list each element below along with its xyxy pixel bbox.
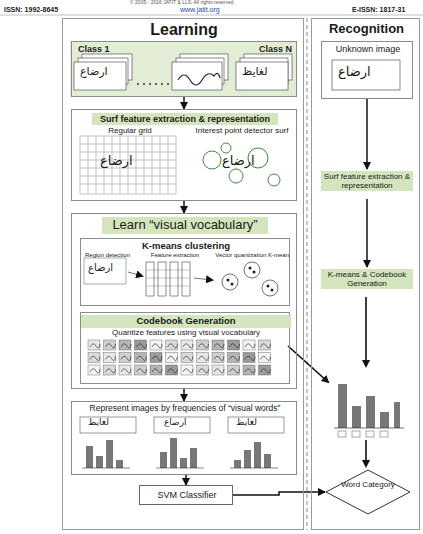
issn-text: ISSN: 1992-8645 <box>4 6 58 14</box>
arabic-word: ارضاع <box>222 154 255 168</box>
surf-step-box: Surf feature extraction & representation <box>321 169 413 199</box>
recognition-panel: RecognitionUnknown imageSurf feature ext… <box>311 18 420 530</box>
node-title: SVM Classifier <box>140 490 234 500</box>
node-text: Vector quantization K-mean <box>211 252 289 259</box>
node-title: Codebook Generation <box>81 315 291 328</box>
node-text: Quantize features using visual vocabular… <box>81 328 291 337</box>
node-title: K-means & Codebook Generation <box>321 269 413 289</box>
arabic-word: لغايظ <box>236 418 257 428</box>
node-title: K-means clustering <box>81 241 291 252</box>
node-text: Region detection <box>85 252 145 259</box>
site-url: www.jatit.org <box>180 6 220 14</box>
svm-classifier-box: SVM Classifier <box>139 485 233 505</box>
arabic-word: ارضاع <box>338 65 371 79</box>
node-text: Feature extraction <box>147 252 203 259</box>
flow-arrow <box>185 475 187 485</box>
node-title: Unknown image <box>322 44 414 54</box>
flow-arrow <box>183 389 185 401</box>
flow-arrow <box>366 199 368 267</box>
histogram-box: Represent images by frequencies of “visu… <box>71 401 297 475</box>
flow-arrow <box>183 97 185 109</box>
node-title: Learn “visual vocabulary” <box>102 217 268 234</box>
node-title: Word Category <box>339 480 397 489</box>
kmeans-step-box: K-means & Codebook Generation <box>321 267 413 297</box>
node-title: Surf feature extraction & representation <box>92 113 278 125</box>
arabic-word: ارضاع <box>164 418 187 428</box>
copyright-text: © 2005 - 2016 JATIT & LLS. All rights re… <box>130 0 234 6</box>
eissn-text: E-ISSN: 1817-31 <box>352 6 405 14</box>
flow-arrow <box>366 99 368 169</box>
node-title: Recognition <box>312 22 421 37</box>
visual-vocabulary-box: Learn “visual vocabulary” K-means cluster… <box>71 213 297 389</box>
node-text: Class N <box>238 44 292 54</box>
node-title: Surf feature extraction & representation <box>321 171 413 191</box>
node-title: Represent images by frequencies of “visu… <box>76 404 294 414</box>
node-title: Learning <box>63 21 305 39</box>
arabic-word: لغايظ <box>88 418 109 428</box>
flow-arrow <box>183 201 185 213</box>
word-category-diamond: Word Category <box>325 469 411 515</box>
codebook-box: Codebook GenerationQuantize features usi… <box>80 312 290 384</box>
arabic-word: ارضاع <box>100 154 133 168</box>
node-title: Class 1 <box>78 44 138 54</box>
arabic-word: لغايظ <box>242 66 268 78</box>
arabic-word: ارضاع <box>80 66 108 78</box>
diamond-outline <box>325 469 411 515</box>
arabic-word: ارضاع <box>88 262 113 273</box>
node-text: Interest point detector surf <box>190 126 294 135</box>
node-text: Regular grid <box>82 126 178 135</box>
learning-panel: LearningClass 1 Class N Surf feature extra… <box>62 18 304 530</box>
